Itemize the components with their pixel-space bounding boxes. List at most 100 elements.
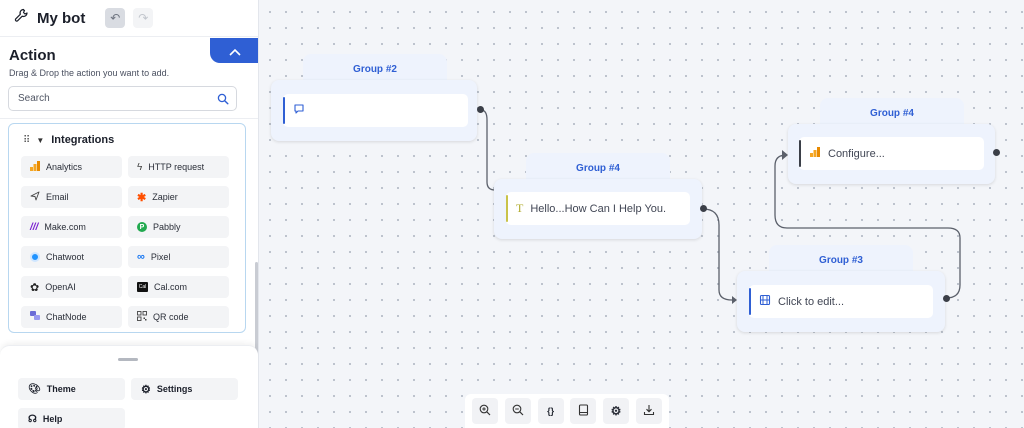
block-text: Configure... (828, 147, 885, 160)
sidebar-scrollbar[interactable] (255, 262, 258, 354)
help-button[interactable]: ☊ Help (18, 408, 125, 428)
integrations-section: ⠿ ▼ Integrations Analytics ϟ HTTP reques… (8, 123, 246, 333)
canvas-toolbar: {} ⚙ (465, 394, 669, 428)
action-item-label: OpenAI (45, 282, 76, 292)
video-icon (759, 294, 771, 309)
integrations-grid: Analytics ϟ HTTP request Email ✱ Zapier … (9, 156, 245, 328)
action-item-pixel[interactable]: ∞ Pixel (128, 246, 229, 268)
action-item-label: Pabbly (153, 222, 181, 232)
sidebar-header: My bot ↶ ↷ (0, 0, 258, 37)
search-box[interactable] (8, 86, 237, 111)
edge-group2-group4 (480, 109, 496, 191)
zapier-icon: ✱ (137, 191, 147, 204)
block-accent-bar (506, 195, 508, 222)
action-subtitle: Drag & Drop the action you want to add. (9, 68, 170, 78)
integrations-header[interactable]: ⠿ ▼ Integrations (9, 124, 245, 156)
action-item-openai[interactable]: ✿ OpenAI (21, 276, 122, 298)
action-item-chatwoot[interactable]: Chatwoot (21, 246, 122, 268)
redo-icon: ↷ (138, 11, 149, 25)
qr-icon (137, 311, 147, 323)
variables-button[interactable]: {} (537, 398, 564, 424)
action-item-http-request[interactable]: ϟ HTTP request (128, 156, 229, 178)
zoom-in-button[interactable] (472, 398, 499, 424)
settings-label: Settings (156, 384, 193, 394)
action-item-label: Pixel (150, 252, 171, 262)
flow-group[interactable]: Group #2 (271, 54, 484, 141)
action-item-chatnode[interactable]: ChatNode (21, 306, 122, 328)
flow-group[interactable]: Group #4 Configure... (788, 98, 1000, 184)
integrations-label: Integrations (51, 134, 115, 146)
action-item-pabbly[interactable]: P Pabbly (128, 216, 229, 238)
download-button[interactable] (635, 398, 662, 424)
flow-block[interactable]: Configure... (799, 137, 984, 170)
panel-drag-handle[interactable] (118, 358, 138, 361)
action-item-label: QR code (153, 312, 189, 322)
redo-button[interactable]: ↷ (133, 8, 154, 28)
help-label: Help (42, 414, 63, 424)
docs-button[interactable] (570, 398, 597, 424)
headset-icon: ☊ (28, 413, 37, 425)
edge-group4-group3 (702, 208, 733, 301)
action-item-calcom[interactable]: Cal Cal.com (128, 276, 229, 298)
group-title: Group #3 (769, 245, 913, 275)
download-icon (643, 404, 655, 418)
action-sidebar: My bot ↶ ↷ Action Drag & Drop the action… (0, 0, 259, 428)
action-item-label: Analytics (46, 162, 83, 172)
block-text: Click to edit... (778, 295, 845, 308)
block-accent-bar (283, 97, 285, 124)
gear-icon: ⚙ (610, 404, 622, 418)
chatwoot-icon (30, 252, 40, 262)
collapse-panel-button[interactable] (210, 38, 258, 63)
action-item-label: Make.com (44, 222, 86, 232)
make-icon: /// (30, 221, 39, 233)
action-item-zapier[interactable]: ✱ Zapier (128, 186, 229, 208)
action-item-label: Zapier (152, 192, 178, 202)
action-item-make[interactable]: /// Make.com (21, 216, 122, 238)
divider (0, 118, 258, 119)
output-port[interactable] (943, 295, 950, 302)
text-icon: T (516, 201, 524, 215)
action-item-analytics[interactable]: Analytics (21, 156, 122, 178)
group-title: Group #4 (820, 98, 964, 128)
zoom-out-icon (512, 404, 524, 418)
output-port[interactable] (700, 205, 707, 212)
arrow-head (782, 150, 788, 160)
openai-icon: ✿ (30, 281, 40, 294)
theme-button[interactable]: 🎨︎ Theme (18, 378, 125, 400)
search-icon[interactable] (210, 93, 236, 105)
action-item-qr-code[interactable]: QR code (128, 306, 229, 328)
action-item-label: Email (46, 192, 69, 202)
output-port[interactable] (993, 149, 1000, 156)
undo-icon: ↶ (110, 11, 121, 25)
settings-toolbar-button[interactable]: ⚙ (602, 398, 629, 424)
arrow-head (732, 296, 737, 304)
search-input[interactable] (18, 93, 210, 104)
settings-button[interactable]: ⚙ Settings (131, 378, 238, 400)
chatnode-icon (30, 311, 40, 323)
bot-name[interactable]: My bot (37, 9, 86, 27)
flow-block[interactable]: Click to edit... (749, 285, 933, 318)
lightning-icon: ϟ (137, 161, 143, 173)
flow-group[interactable]: Group #4 T Hello...How Can I Help You. (494, 153, 707, 239)
action-item-email[interactable]: Email (21, 186, 122, 208)
action-item-label: Cal.com (154, 282, 188, 292)
flow-block[interactable]: T Hello...How Can I Help You. (506, 192, 690, 225)
action-title: Action (9, 47, 56, 64)
book-icon (578, 404, 589, 418)
zoom-out-button[interactable] (504, 398, 531, 424)
chevron-down-icon[interactable]: ▼ (36, 135, 45, 145)
zoom-in-icon (479, 404, 491, 418)
edge-group3-group4b (774, 154, 961, 299)
drag-handle-icon[interactable]: ⠿ (23, 134, 30, 146)
action-item-label: HTTP request (148, 162, 205, 172)
flow-group[interactable]: Group #3 Click to edit... (737, 245, 950, 332)
variables-label: {} (547, 406, 555, 416)
group-title: Group #4 (526, 153, 670, 183)
output-port[interactable] (477, 106, 484, 113)
group-title: Group #2 (303, 54, 447, 84)
analytics-icon (30, 161, 40, 173)
analytics-icon (809, 146, 821, 161)
flow-block[interactable] (283, 94, 468, 127)
palette-icon: 🎨︎ (28, 383, 41, 395)
undo-button[interactable]: ↶ (105, 8, 126, 28)
